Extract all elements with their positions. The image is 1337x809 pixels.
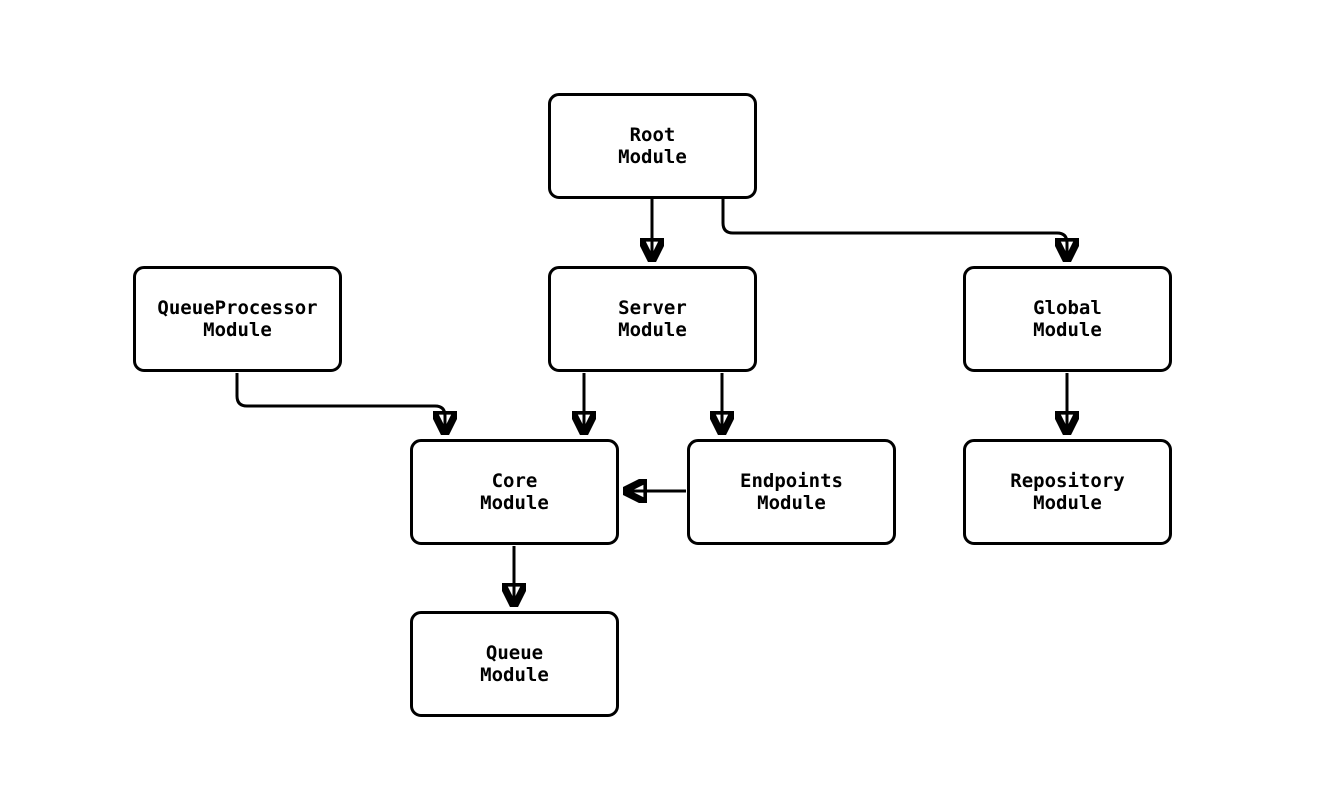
node-global-module: Global Module xyxy=(963,266,1172,372)
node-label: Root Module xyxy=(618,124,687,168)
node-endpoints-module: Endpoints Module xyxy=(687,439,896,545)
node-label: Core Module xyxy=(480,470,549,514)
node-label: Global Module xyxy=(1033,297,1102,341)
node-repository-module: Repository Module xyxy=(963,439,1172,545)
node-label: Server Module xyxy=(618,297,687,341)
node-queue-module: Queue Module xyxy=(410,611,619,717)
node-label: Endpoints Module xyxy=(740,470,843,514)
node-core-module: Core Module xyxy=(410,439,619,545)
node-root-module: Root Module xyxy=(548,93,757,199)
edge-queueprocessor-to-core xyxy=(235,373,445,435)
edge-root-to-global xyxy=(721,198,1067,262)
node-queueprocessor-module: QueueProcessor Module xyxy=(133,266,342,372)
node-label: Queue Module xyxy=(480,642,549,686)
node-label: Repository Module xyxy=(1010,470,1125,514)
node-server-module: Server Module xyxy=(548,266,757,372)
node-label: QueueProcessor Module xyxy=(157,297,318,341)
